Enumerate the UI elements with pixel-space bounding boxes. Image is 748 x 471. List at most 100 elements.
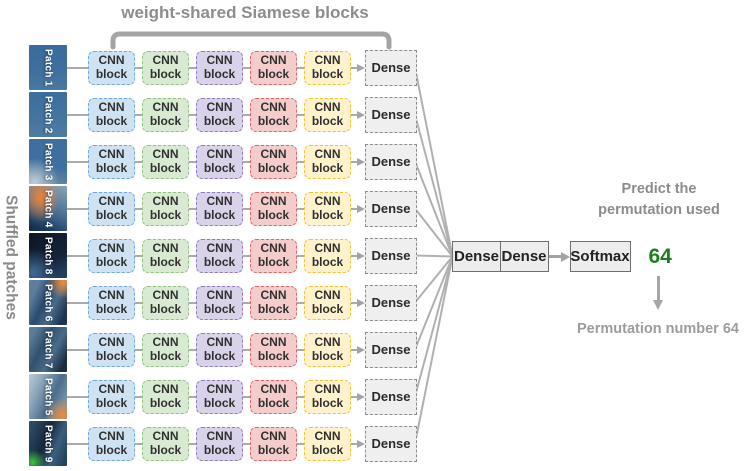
arrowhead-icon [357,345,365,354]
connector-line [67,207,88,210]
row-dense-block: Dense [365,190,417,227]
connector-line [189,254,196,257]
patch-image: Patch 2 [29,92,67,137]
connector-line [243,207,250,210]
patch-label: Patch 2 [42,95,54,134]
predict-annotation: Predict the permutation used [575,179,743,221]
row-dense-label: Dense [371,342,411,357]
predict-annotation-line2: permutation used [598,202,720,219]
connector-line [135,442,142,445]
connector-line [297,254,304,257]
connector-line [135,301,142,304]
patch-label: Patch 8 [42,236,54,275]
patch-image: Patch 9 [29,421,67,466]
row-dense-block: Dense [365,331,417,368]
connector-line [67,348,88,351]
patch-label: Patch 3 [42,142,54,181]
row-dense-block: Dense [365,378,417,415]
prediction-value: 64 [648,244,672,268]
connector-line [189,113,196,116]
row-dense-label: Dense [371,60,411,75]
connector-line [297,160,304,163]
connector-line [189,301,196,304]
patch-image: Patch 4 [29,186,67,231]
arrowhead-icon [357,439,365,448]
arrow-right-icon [351,251,365,260]
connector-line [189,66,196,69]
fan-lines [414,67,454,444]
connector-line [135,160,142,163]
connector-line [67,442,88,445]
connector-line [135,207,142,210]
patch-image: Patch 6 [29,280,67,325]
patch-label: Patch 9 [42,424,54,463]
patch-label: Patch 5 [42,377,54,416]
head-dense-1: Dense [452,241,501,272]
patch-image: Patch 7 [29,327,67,372]
arrowhead-icon [357,63,365,72]
row-dense-label: Dense [371,389,411,404]
connector-line [297,301,304,304]
permutation-result-label: Permutation number 64 [577,321,739,337]
connector-line [67,160,88,163]
shuffled-patches-label: Shuffled patches [2,195,20,320]
connector-line [189,160,196,163]
arrowhead-icon [560,251,570,262]
connector-line [548,255,561,258]
arrowhead-icon [357,298,365,307]
connector-line [297,113,304,116]
patch-label: Patch 6 [42,283,54,322]
row-dense-block: Dense [365,49,417,86]
connector-line [189,348,196,351]
row-dense-block: Dense [365,425,417,462]
connector-line [135,113,142,116]
patch-label: Patch 7 [42,330,54,369]
connector-line [243,442,250,445]
patch-image: Patch 8 [29,233,67,278]
row-dense-block: Dense [365,96,417,133]
connector-line [67,113,88,116]
arrow-right-icon [548,251,570,262]
patch-image: Patch 1 [29,45,67,90]
connector-line [243,113,250,116]
patch-image: Patch 5 [29,374,67,419]
head-dense-2: Dense [499,241,549,272]
connector-line [189,207,196,210]
arrowhead-icon [357,392,365,401]
row-dense-block: Dense [365,237,417,274]
arrowhead-icon [357,251,365,260]
